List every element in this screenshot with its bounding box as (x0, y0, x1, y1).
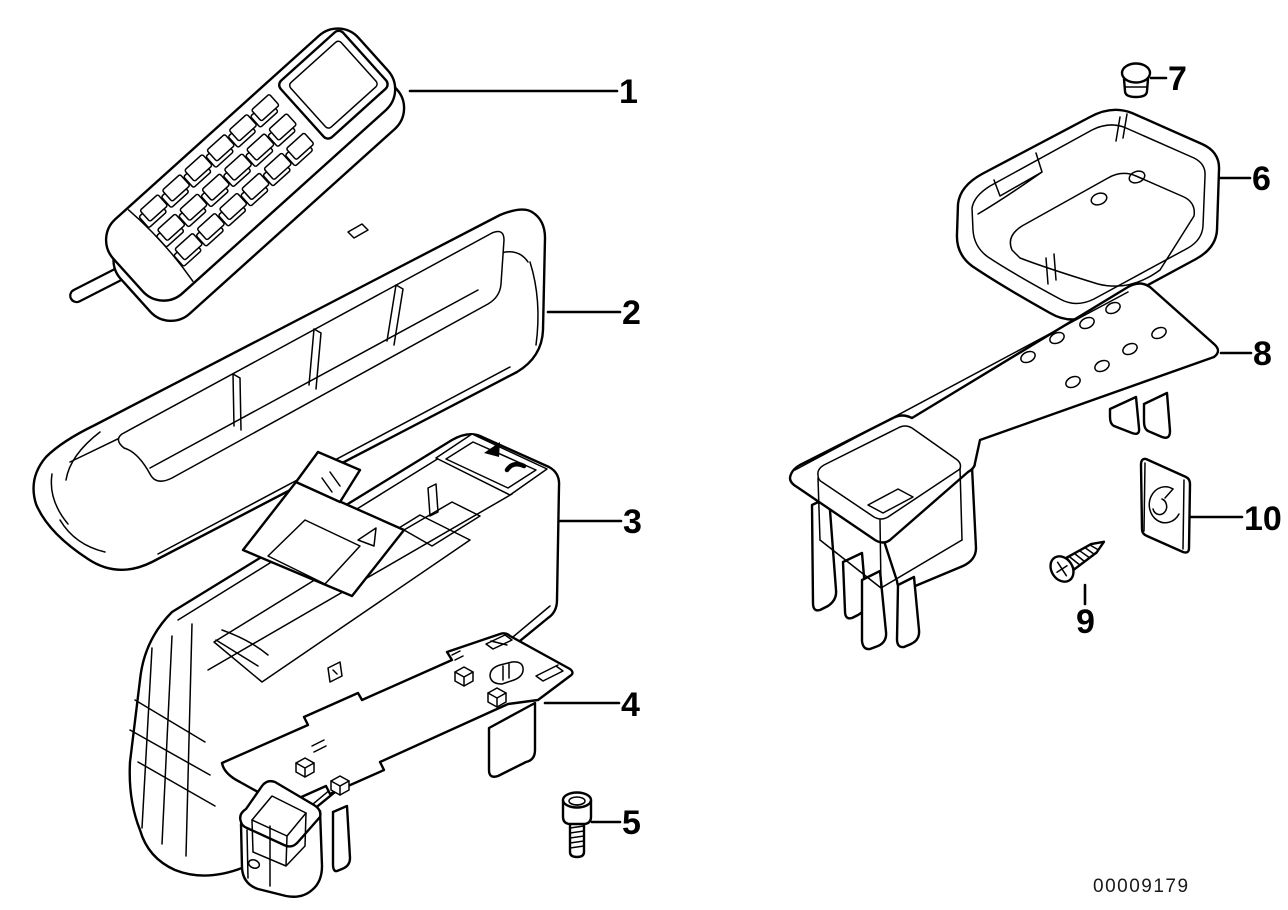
part-2-console-frame-icon (32, 208, 547, 572)
callout-1-label: 1 (619, 73, 638, 111)
part-5-screw-icon (561, 791, 593, 859)
callout-5-label: 5 (622, 804, 641, 842)
callout-9-label: 9 (1076, 603, 1095, 641)
part-8-panel-icon (788, 282, 1220, 651)
document-number: 00009179 (1093, 876, 1190, 897)
callout-2-label: 2 (622, 294, 641, 332)
callout-8-label: 8 (1253, 335, 1272, 373)
part-1-handset-icon (69, 27, 406, 323)
callout-3-label: 3 (623, 503, 642, 541)
callout-10-label: 10 (1244, 500, 1282, 538)
part-6-insert-tray-icon (955, 108, 1221, 321)
callout-4-label: 4 (621, 686, 640, 724)
callout-6-label: 6 (1252, 160, 1271, 198)
part-10-clip-icon (1139, 457, 1192, 554)
callout-7-label: 7 (1168, 60, 1187, 98)
part-9-tapping-screw-icon (1049, 540, 1106, 583)
part-7-plug-cap-icon (1120, 62, 1152, 99)
part-4-mounting-bracket-icon (220, 632, 574, 898)
